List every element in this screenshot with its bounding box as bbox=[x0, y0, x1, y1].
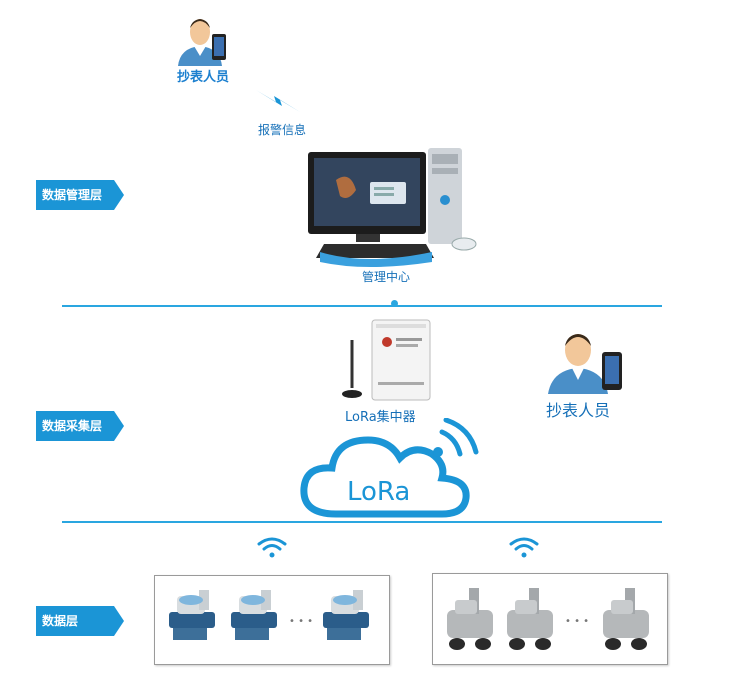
wifi-icon-left bbox=[257, 537, 287, 558]
lora-concentrator-label: LoRa集中器 bbox=[345, 410, 416, 425]
layer-tag-collection: 数据采集层 bbox=[36, 411, 124, 441]
lora-cloud-icon bbox=[300, 418, 479, 518]
ellipsis-left: • • • bbox=[289, 616, 314, 627]
water-meter-icon bbox=[169, 590, 215, 640]
wifi-icon-right bbox=[509, 537, 539, 558]
layer-tag-data: 数据层 bbox=[36, 606, 124, 636]
computer-icon bbox=[308, 148, 477, 267]
meter-reader-right-label: 抄表人员 bbox=[546, 401, 611, 420]
divider-management bbox=[62, 305, 662, 307]
gas-meter-icon bbox=[603, 588, 649, 650]
connector-dot bbox=[391, 300, 398, 307]
meter-reader-top-icon bbox=[178, 19, 226, 66]
water-meter-icon bbox=[323, 590, 369, 640]
signal-bolt-icon bbox=[256, 90, 300, 112]
gas-meter-icon bbox=[447, 588, 493, 650]
water-meter-icon bbox=[231, 590, 277, 640]
meter-reader-right-icon bbox=[548, 334, 622, 394]
ellipsis-right: • • • bbox=[565, 616, 590, 627]
water-meter-group-right: • • • bbox=[432, 573, 668, 665]
meter-reader-top-label: 抄表人员 bbox=[177, 70, 230, 85]
lora-concentrator-icon bbox=[342, 319, 431, 401]
alarm-info-label: 报警信息 bbox=[258, 123, 307, 137]
divider-collection bbox=[62, 521, 662, 523]
management-center-label: 管理中心 bbox=[362, 270, 411, 284]
layer-tag-management: 数据管理层 bbox=[36, 180, 124, 210]
cloud-lora-text: LoRa bbox=[347, 477, 411, 507]
water-meter-group-left: • • • bbox=[154, 575, 390, 665]
gas-meter-icon bbox=[507, 588, 553, 650]
